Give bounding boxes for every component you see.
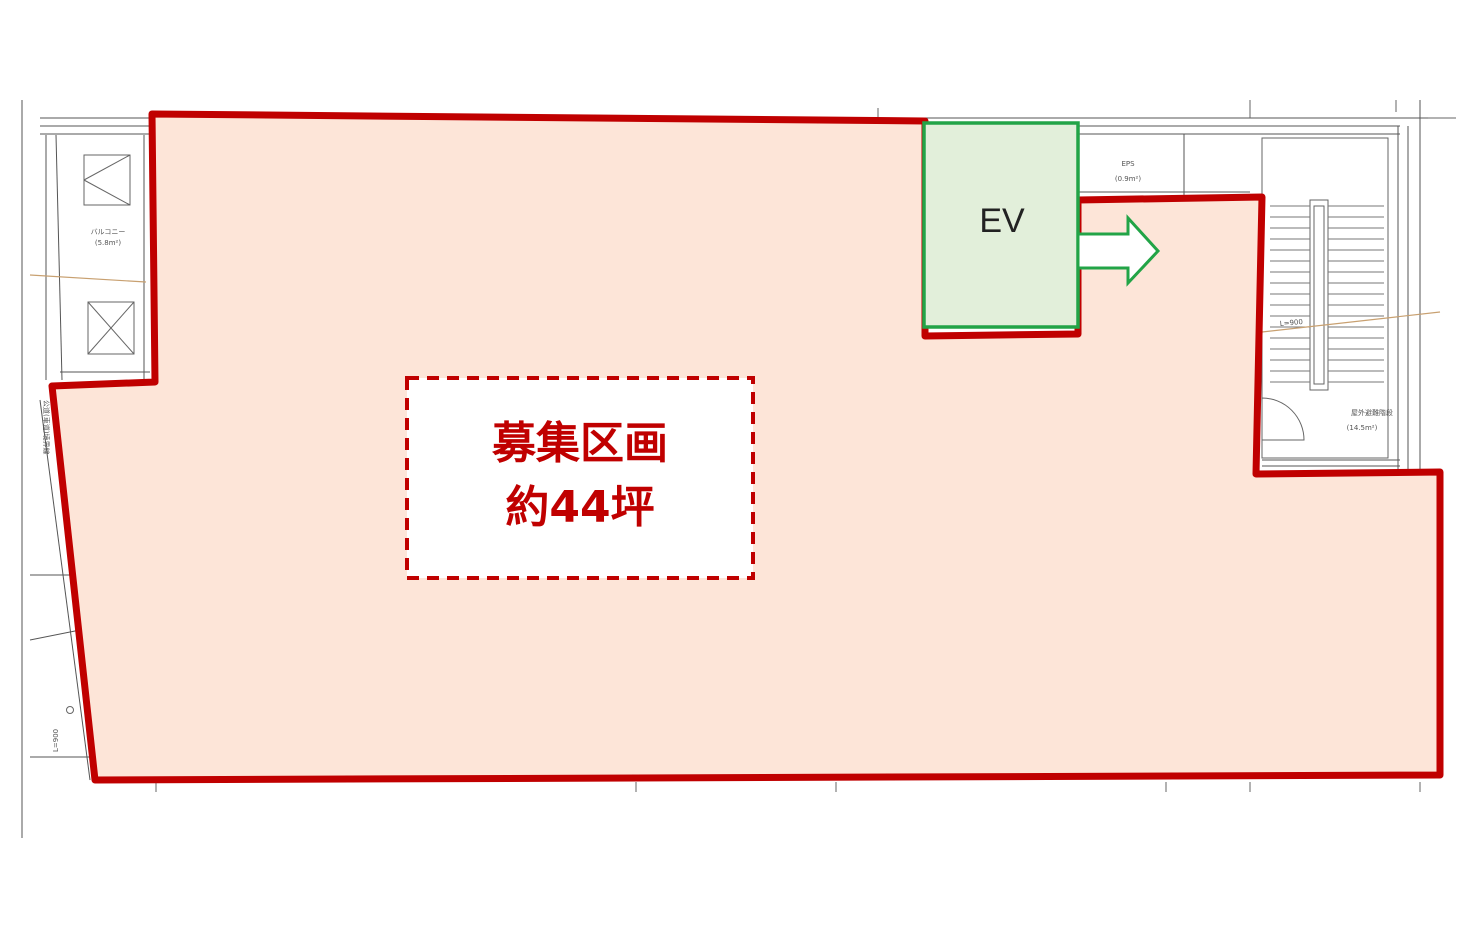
balcony-note: (5.8m²) [95, 239, 121, 247]
eps-label: EPS [1121, 160, 1135, 168]
door-swing [1261, 397, 1305, 441]
eps-note: (0.9m²) [1115, 175, 1141, 183]
stair-treads [1270, 205, 1384, 383]
area-name: 募集区画 [491, 418, 668, 469]
dimension-ticks [155, 100, 1456, 792]
side-note: 公道(車道)境界線 [42, 400, 51, 454]
level-left-label: L=900 [52, 729, 60, 752]
level-line-right [1261, 311, 1441, 333]
area-label-box [405, 376, 755, 580]
ev-label: EV [979, 202, 1025, 240]
elevator-box [922, 121, 1080, 329]
level-line-left [29, 274, 147, 283]
balcony-label: バルコニー [91, 228, 126, 236]
balcony-fixtures [83, 154, 135, 355]
stair-label: 屋外避難階段 [1351, 408, 1393, 417]
area-size: 約44坪 [505, 482, 654, 533]
entry-arrow [1076, 214, 1161, 287]
level-right-label: L=900 [1279, 318, 1303, 328]
survey-point [66, 706, 74, 714]
stair-note: (14.5m²) [1347, 424, 1378, 432]
